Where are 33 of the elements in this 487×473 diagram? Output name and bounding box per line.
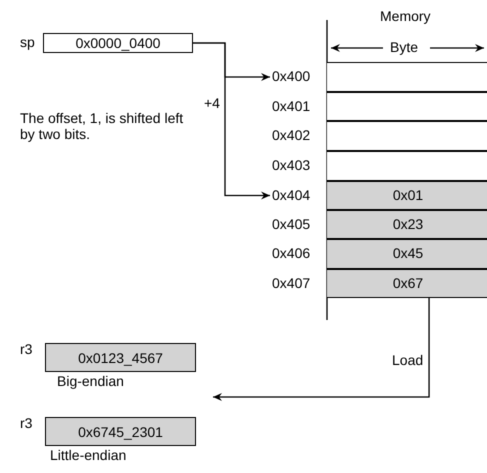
cell-value: 0x23: [392, 216, 424, 232]
address-label: 0x401: [272, 98, 310, 114]
dimension-label: Byte: [388, 39, 420, 55]
endianness-label: Little-endian: [50, 447, 126, 463]
memory-cell: [327, 239, 487, 269]
register-box: 0x0000_0400: [43, 33, 193, 53]
address-label: 0x404: [272, 186, 310, 202]
cell-value: 0x45: [392, 245, 424, 261]
memory-cell: [327, 269, 487, 298]
address-label: 0x400: [272, 68, 310, 84]
address-label: 0x406: [272, 245, 310, 261]
cell-value: 0x01: [392, 186, 424, 202]
memory-cell: [327, 92, 487, 121]
endianness-label: Big-endian: [57, 373, 124, 389]
note-text: The offset, 1, is shifted left by two bits.: [20, 110, 184, 142]
memory-cell: [327, 210, 487, 239]
arrow: [193, 42, 270, 200]
cell-value: 0x67: [392, 274, 424, 290]
register-name: r3: [20, 415, 32, 431]
register-box: 0x0123_4567: [45, 343, 196, 372]
memory-cell: [327, 121, 487, 151]
memory-cell: [327, 62, 487, 92]
register-box: 0x6745_2301: [45, 417, 196, 446]
column-heading: Memory: [380, 8, 431, 24]
register-name: sp: [20, 34, 35, 50]
address-label: 0x407: [272, 274, 310, 290]
memory-cell: [327, 151, 487, 181]
memory-cell: [327, 181, 487, 210]
address-label: 0x402: [272, 127, 310, 143]
register-name: r3: [20, 341, 32, 357]
arrow: [213, 298, 430, 401]
address-label: 0x403: [272, 157, 310, 173]
address-label: 0x405: [272, 216, 310, 232]
